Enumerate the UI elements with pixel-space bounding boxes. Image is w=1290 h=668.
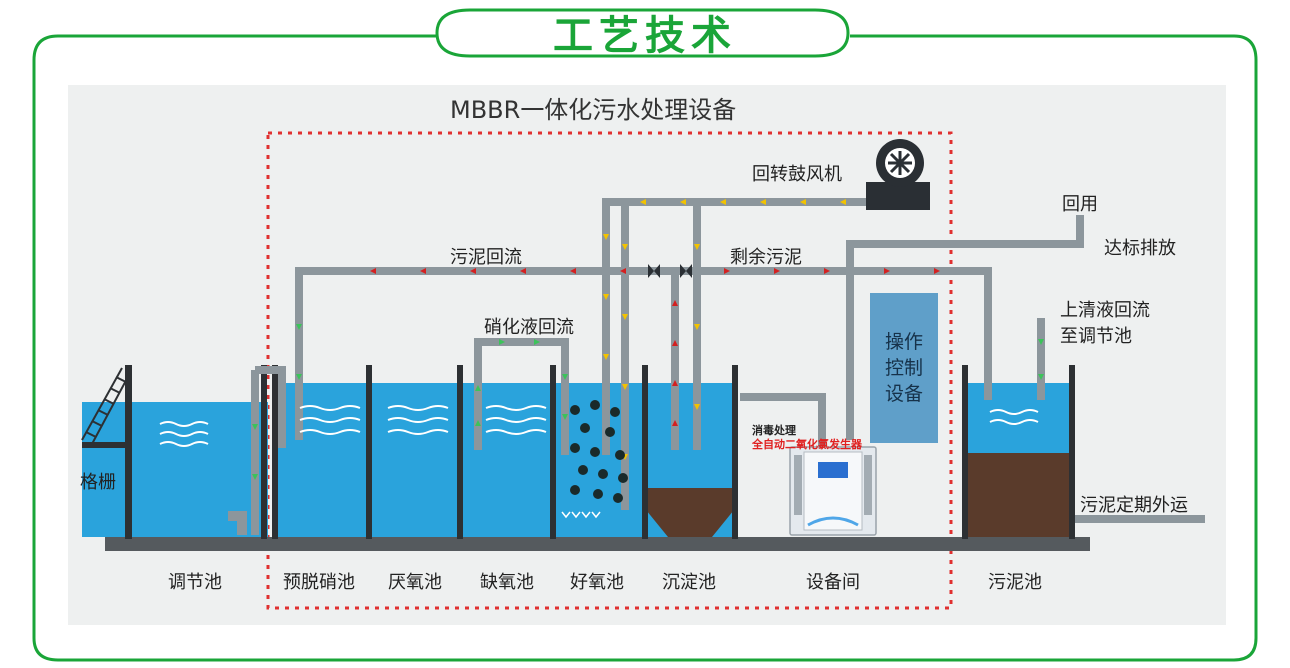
tank-walls <box>125 365 1075 539</box>
title-pill <box>435 8 850 58</box>
mbbr-carriers <box>570 400 628 503</box>
outer-frame <box>32 34 1258 662</box>
tank-label-anaerobic: 厌氧池 <box>388 572 442 593</box>
sludge-return-arrows <box>370 268 940 426</box>
tank-label-anoxic: 缺氧池 <box>480 572 534 593</box>
label-reuse: 回用 <box>1062 194 1098 215</box>
control-line-1: 操作 <box>884 331 923 353</box>
aeration-diffusers <box>561 511 601 519</box>
label-grille: 格栅 <box>80 472 116 493</box>
label-disinfection: 消毒处理 <box>752 424 796 437</box>
label-discharge: 达标排放 <box>1104 238 1176 259</box>
label-blower: 回转鼓风机 <box>752 164 842 185</box>
sludge-in-tank <box>965 453 1071 537</box>
tank-label-sludge: 污泥池 <box>988 572 1042 593</box>
label-generator: 全自动二氧化氯发生器 <box>752 438 862 451</box>
control-line-2: 控制 <box>884 357 923 379</box>
label-excess-sludge: 剩余污泥 <box>730 247 802 268</box>
tank-label-equipment-room: 设备间 <box>806 572 860 593</box>
label-supernatant-return-2: 至调节池 <box>1060 326 1132 347</box>
tank-label-regulating: 调节池 <box>168 572 222 593</box>
disinfection-generator <box>789 446 877 536</box>
air-flow-arrows <box>603 199 846 460</box>
nitrification-arrows <box>252 324 1044 480</box>
sludge-hopper <box>642 488 738 537</box>
equipment-boundary <box>266 131 953 610</box>
label-supernatant-return-1: 上清液回流 <box>1060 300 1150 321</box>
label-nitrification-return: 硝化液回流 <box>484 317 574 338</box>
blower <box>866 139 930 210</box>
diagram-title: MBBR一体化污水处理设备 <box>450 96 737 124</box>
label-sludge-return: 污泥回流 <box>450 247 522 268</box>
control-equipment-panel: 操作 控制 设备 <box>870 293 938 443</box>
tank-label-pre-denitrification: 预脱硝池 <box>283 572 355 593</box>
grille <box>81 367 131 445</box>
tank-label-sedimentation: 沉淀池 <box>662 572 716 593</box>
water-sludge-tank <box>965 383 1071 453</box>
control-line-3: 设备 <box>884 383 923 405</box>
section-title: 工艺技术 <box>553 13 737 59</box>
water-waves <box>159 405 1039 447</box>
tank-label-aerobic: 好氧池 <box>570 572 624 593</box>
label-sludge-transport: 污泥定期外运 <box>1080 495 1188 516</box>
grille-ledge <box>82 442 128 448</box>
valves <box>648 264 692 278</box>
ground-base <box>105 537 1090 551</box>
